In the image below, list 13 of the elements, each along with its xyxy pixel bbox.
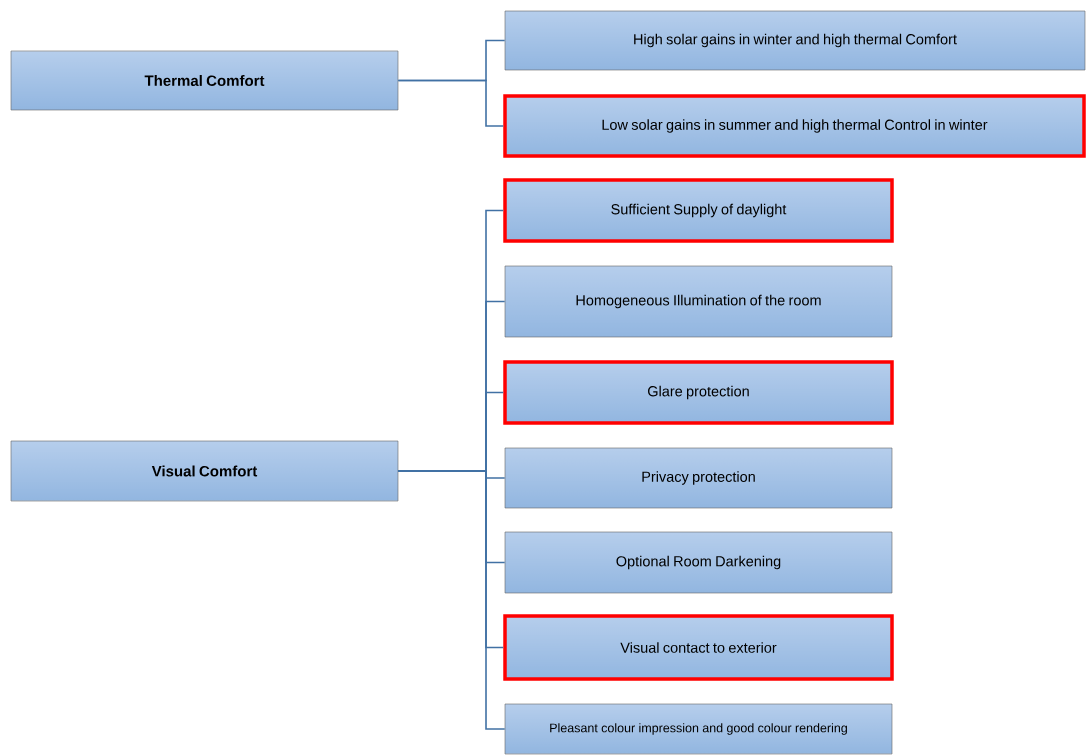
- connector-line: [397, 79, 505, 127]
- criterion-box: Privacy protection: [504, 447, 893, 509]
- criterion-box: Low solar gains in summer and high thermal Control in winter: [503, 94, 1086, 158]
- criterion-box: Sufficient Supply of daylight: [503, 178, 894, 243]
- category-box: Visual Comfort: [10, 440, 399, 502]
- criterion-box: High solar gains in winter and high thermal Comfort: [504, 10, 1086, 71]
- connector-line: [397, 470, 506, 730]
- category-box: Thermal Comfort: [10, 50, 399, 111]
- criterion-box: Glare protection: [503, 360, 894, 425]
- criterion-box: Homogeneous Illumination of the room: [504, 265, 893, 338]
- criterion-box: Optional Room Darkening: [504, 531, 893, 594]
- criterion-box: Visual contact to exterior: [503, 614, 894, 681]
- criterion-box: Pleasant colour impression and good colour rendering: [504, 703, 893, 755]
